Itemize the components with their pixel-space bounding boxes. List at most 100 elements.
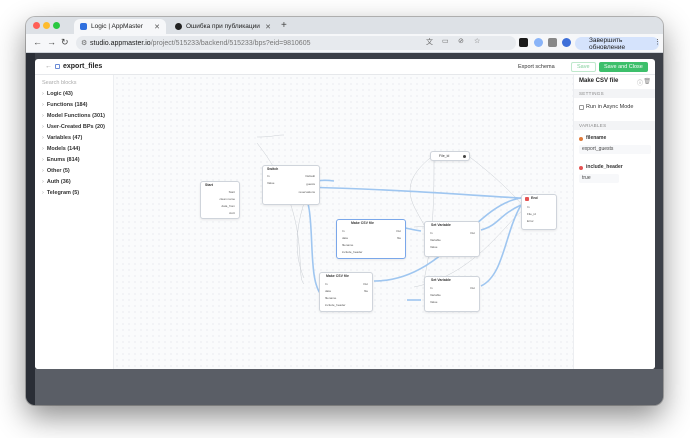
selected-block-title: Make CSV file <box>579 78 619 84</box>
help-icon[interactable]: ⓘ <box>636 81 643 87</box>
category-variables[interactable]: ›Variables (47) <box>42 135 83 141</box>
privacy-icon[interactable]: ⊘ <box>458 38 464 45</box>
back-icon[interactable]: ← <box>33 37 42 47</box>
port-label: In <box>430 286 433 290</box>
delete-icon[interactable]: 🗑 <box>643 79 651 85</box>
menu-dots-icon[interactable]: ⋮ <box>654 39 661 46</box>
port-label: data <box>342 236 348 240</box>
bp-canvas[interactable]: Start Start clean name data_from Acct Sw… <box>114 75 573 369</box>
port-label: Value <box>430 245 438 249</box>
properties-panel: Make CSV file ⓘ 🗑 SETTINGS Run in Async … <box>573 75 655 369</box>
category-user-created-bps[interactable]: ›User-Created BPs (20) <box>42 124 105 130</box>
category-functions[interactable]: ›Functions (184) <box>42 102 88 108</box>
category-models[interactable]: ›Models (144) <box>42 146 81 152</box>
site-info-icon[interactable]: ⚙ <box>81 40 88 47</box>
translate-icon[interactable]: 文 <box>426 39 433 46</box>
variables-header: VARIABLES <box>574 121 655 130</box>
search-blocks-input[interactable]: Search blocks <box>42 80 77 86</box>
category-other[interactable]: ›Other (5) <box>42 168 70 174</box>
node-title: Start <box>205 183 213 187</box>
edge <box>480 204 522 231</box>
port-label: filename <box>342 243 354 247</box>
save-label: Save <box>577 64 590 70</box>
github-favicon-icon <box>175 23 182 30</box>
cast-icon[interactable]: ▭ <box>442 38 449 45</box>
export-schema-label: Export schema <box>518 64 555 70</box>
port-dot-icon <box>463 155 466 158</box>
include-header-value-input[interactable]: true <box>579 174 619 183</box>
bookmark-star-icon[interactable]: ☆ <box>474 38 481 45</box>
save-close-label: Save and Close <box>604 64 643 70</box>
variable-name: include_header <box>586 164 623 170</box>
node-title: Make CSV file <box>351 221 374 225</box>
make-csv-node-1[interactable]: Make CSV file In data filename include_h… <box>336 219 406 259</box>
url-path: /project/515233/backend/515233/bps?eid=9… <box>150 39 311 47</box>
start-node[interactable]: Start Start clean name data_from Acct <box>200 181 240 219</box>
edge <box>409 154 435 226</box>
file-id-variable-node[interactable]: File_id <box>430 151 470 161</box>
port-label: file <box>397 236 401 240</box>
port-label: data_from <box>221 204 235 208</box>
variable-type-icon <box>579 137 583 141</box>
category-auth[interactable]: ›Auth (36) <box>42 179 71 185</box>
address-bar[interactable]: studio.appmaster.io/project/515233/backe… <box>76 36 516 50</box>
bp-icon <box>55 64 60 69</box>
export-schema-button[interactable]: Export schema <box>513 62 560 72</box>
profile-avatar-icon[interactable] <box>562 38 571 47</box>
port-label: In <box>527 205 530 209</box>
tab-title: Ошибка при публикации <box>186 23 260 30</box>
end-icon <box>525 197 529 201</box>
save-and-close-button[interactable]: Save and Close <box>599 62 648 72</box>
port-label: Out <box>470 286 475 290</box>
port-label: In <box>430 231 433 235</box>
tab-logic-appmaster[interactable]: Logic | AppMaster ✕ <box>74 19 166 34</box>
extension-icon[interactable] <box>519 38 528 47</box>
port-label: include_header <box>342 250 363 254</box>
set-variable-node-2[interactable]: Set Variable In Variable Value Out <box>424 276 480 312</box>
category-model-functions[interactable]: ›Model Functions (301) <box>42 113 105 119</box>
port-label: In <box>325 282 328 286</box>
port-label: data <box>325 289 331 293</box>
close-window-icon[interactable] <box>33 22 40 29</box>
port-label: include_header <box>325 303 346 307</box>
background-overlay <box>35 369 663 405</box>
save-button[interactable]: Save <box>571 62 596 72</box>
extension-icon[interactable] <box>548 38 557 47</box>
port-label: Variable <box>430 293 441 297</box>
port-label: guests <box>306 182 315 186</box>
close-tab-icon[interactable]: ✕ <box>154 23 160 31</box>
category-logic[interactable]: ›Logic (43) <box>42 91 73 97</box>
category-enums[interactable]: ›Enums (814) <box>42 157 80 163</box>
port-label: Value <box>267 181 275 185</box>
back-arrow-icon[interactable]: ← <box>45 63 52 70</box>
node-title: End <box>531 196 538 200</box>
switch-node[interactable]: Switch In Value Default guests reservati… <box>262 165 320 205</box>
filename-value-input[interactable]: export_guests <box>579 145 651 154</box>
edge <box>300 186 522 199</box>
node-title: Set Variable <box>431 278 451 282</box>
update-button[interactable]: Завершить обновление <box>575 37 659 51</box>
set-variable-node-1[interactable]: Set Variable In Variable Value Out <box>424 221 480 257</box>
forward-icon[interactable]: → <box>47 37 56 47</box>
extension-icon[interactable] <box>534 38 543 47</box>
async-checkbox[interactable] <box>579 105 584 110</box>
port-label: reservations <box>298 190 315 194</box>
port-label: Out <box>470 231 475 235</box>
url-host: studio.appmaster.io <box>90 39 151 47</box>
tab-title: Logic | AppMaster <box>91 23 143 30</box>
variables-label: VARIABLES <box>579 123 607 128</box>
minimize-window-icon[interactable] <box>43 22 50 29</box>
tab-publish-error[interactable]: Ошибка при публикации ✕ <box>169 19 277 34</box>
port-label: Out <box>363 282 368 286</box>
new-tab-icon[interactable]: + <box>281 20 287 31</box>
tab-strip: Logic | AppMaster ✕ Ошибка при публикаци… <box>26 17 663 34</box>
async-label: Run in Async Mode <box>586 104 634 110</box>
reload-icon[interactable]: ↻ <box>61 37 69 47</box>
category-telegram[interactable]: ›Telegram (5) <box>42 190 80 196</box>
end-node[interactable]: End In File_id Error <box>521 194 557 230</box>
close-tab-icon[interactable]: ✕ <box>265 23 271 31</box>
edge <box>480 204 522 287</box>
bp-editor-modal: ← export_files Export schema Save Save a… <box>35 59 655 369</box>
maximize-window-icon[interactable] <box>53 22 60 29</box>
make-csv-node-2[interactable]: Make CSV file In data filename include_h… <box>319 272 373 312</box>
